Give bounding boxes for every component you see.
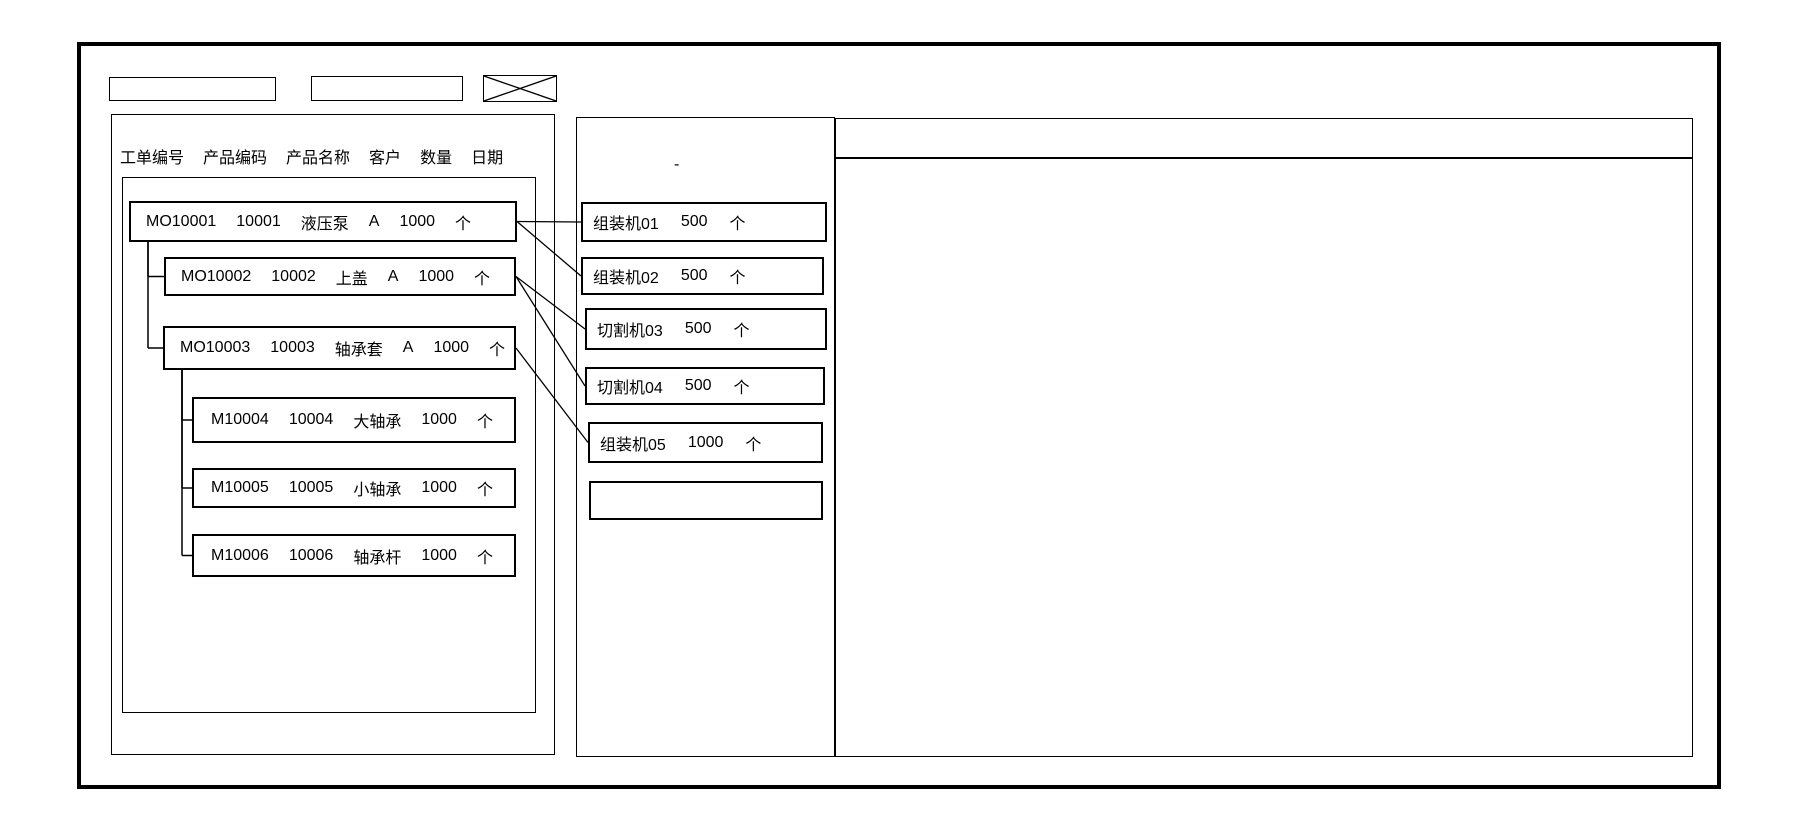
column-header: 数量 — [420, 150, 453, 167]
product-code: 10004 — [288, 411, 334, 428]
machine-name: 切割机04 — [597, 380, 663, 397]
machine-name: 组装机02 — [593, 270, 659, 287]
machine-unit: 个 — [733, 380, 750, 397]
product-code: 10001 — [236, 212, 281, 230]
machine-qty: 500 — [684, 377, 712, 394]
order-id: M10005 — [211, 479, 269, 496]
quantity: 1000 — [421, 479, 457, 496]
order-id: M10004 — [211, 411, 269, 428]
unit: 个 — [476, 482, 493, 499]
column-header: 产品名称 — [286, 150, 351, 167]
machine-row[interactable]: 组装机02 500 个 — [581, 257, 824, 295]
machine-name: 切割机03 — [597, 323, 663, 340]
machine-qty: 500 — [680, 213, 708, 230]
customer: A — [402, 339, 414, 356]
order-id: MO10002 — [181, 267, 252, 285]
machine-unit: 个 — [729, 216, 746, 233]
machine-qty: 1000 — [687, 433, 724, 451]
work-order-row[interactable]: MO10003 10003 轴承套 A 1000 个 — [163, 326, 516, 370]
order-id: M10006 — [211, 546, 269, 564]
column-header-row: 工单编号 产品编码 产品名称 客户 数量 日期 — [120, 144, 503, 168]
toolbar-field-1[interactable] — [109, 77, 276, 101]
toolbar-field-2[interactable] — [311, 76, 463, 101]
unit: 个 — [474, 270, 491, 288]
close-button[interactable] — [483, 75, 557, 102]
machine-unit: 个 — [733, 323, 750, 340]
unit: 个 — [455, 215, 472, 233]
product-code: 10002 — [271, 267, 316, 285]
machine-row[interactable]: 切割机03 500 个 — [585, 308, 827, 350]
machine-name: 组装机05 — [600, 436, 666, 454]
unit: 个 — [476, 414, 493, 431]
column-header: 产品编码 — [203, 150, 268, 167]
machine-row[interactable]: 组装机05 1000 个 — [588, 422, 823, 463]
machine-row[interactable]: 组装机01 500 个 — [581, 202, 827, 242]
product-code: 10005 — [288, 479, 334, 496]
product-name: 轴承套 — [334, 342, 383, 359]
work-order-row[interactable]: M10005 10005 小轴承 1000 个 — [192, 468, 516, 508]
machine-qty: 500 — [684, 320, 712, 337]
product-name: 液压泵 — [300, 215, 349, 233]
product-code: 10006 — [288, 546, 334, 564]
unit: 个 — [489, 342, 506, 359]
customer: A — [387, 267, 399, 285]
work-order-row[interactable]: M10004 10004 大轴承 1000 个 — [192, 397, 516, 443]
dot-mark: - — [674, 156, 680, 173]
quantity: 1000 — [418, 267, 455, 285]
detail-panel-divider — [836, 157, 1692, 159]
product-name: 轴承杆 — [353, 549, 402, 567]
column-header: 日期 — [471, 150, 504, 167]
product-name: 大轴承 — [353, 414, 402, 431]
product-name: 小轴承 — [353, 482, 402, 499]
machine-unit: 个 — [745, 436, 762, 454]
x-icon — [484, 76, 556, 101]
product-code: 10003 — [270, 339, 315, 356]
column-header: 客户 — [369, 150, 402, 167]
work-order-row[interactable]: MO10001 10001 液压泵 A 1000 个 — [129, 201, 517, 242]
machine-row[interactable]: 切割机04 500 个 — [585, 367, 825, 405]
machine-qty: 500 — [680, 267, 708, 284]
quantity: 1000 — [421, 546, 457, 564]
customer: A — [368, 212, 380, 230]
machine-row-empty[interactable] — [589, 481, 823, 520]
window-frame — [77, 42, 1721, 789]
work-order-row[interactable]: M10006 10006 轴承杆 1000 个 — [192, 534, 516, 577]
quantity: 1000 — [433, 339, 470, 356]
quantity: 1000 — [421, 411, 457, 428]
order-id: MO10003 — [180, 339, 251, 356]
product-name: 上盖 — [335, 270, 368, 288]
detail-panel — [835, 118, 1693, 757]
machine-name: 组装机01 — [593, 216, 659, 233]
quantity: 1000 — [399, 212, 436, 230]
work-order-row[interactable]: MO10002 10002 上盖 A 1000 个 — [164, 257, 516, 296]
order-id: MO10001 — [146, 212, 217, 230]
machine-unit: 个 — [729, 270, 746, 287]
column-header: 工单编号 — [120, 150, 185, 167]
unit: 个 — [476, 549, 493, 567]
